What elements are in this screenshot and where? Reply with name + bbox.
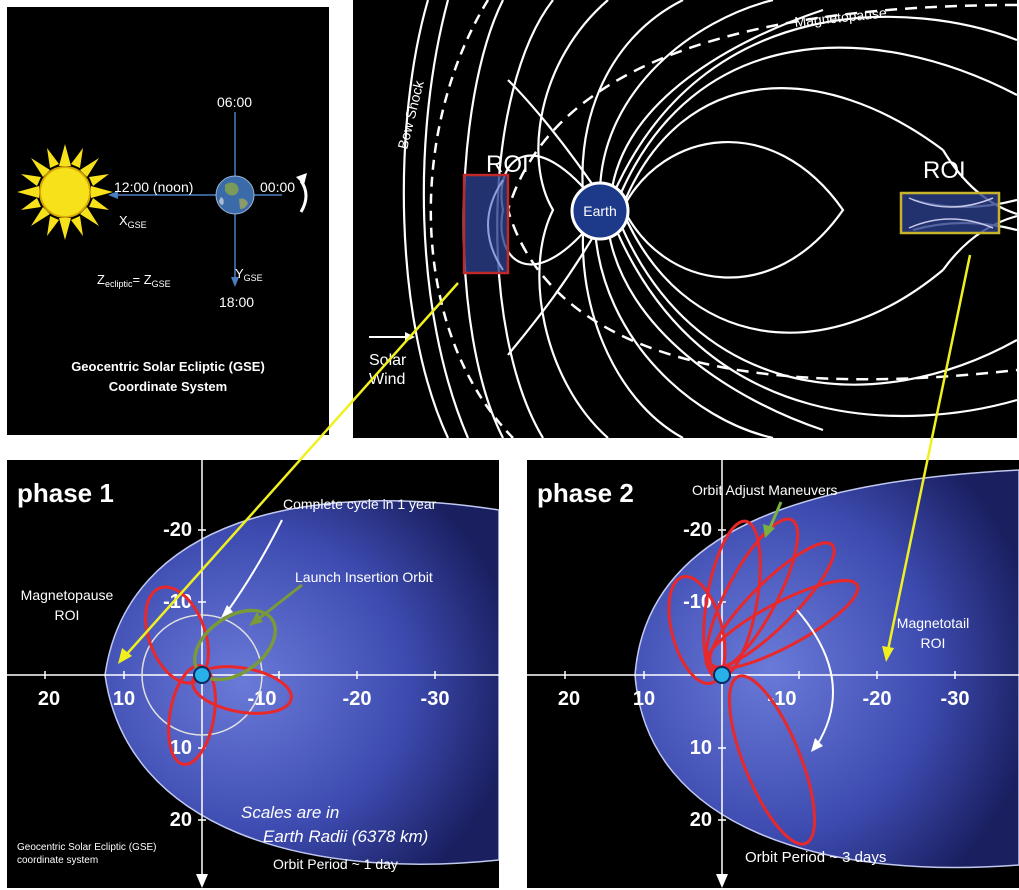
phase2-panel: 20 10 -10 -20 -30 -20 -10 10 20 phase 2 … [527, 460, 1019, 888]
x-tick-neg30: -30 [421, 688, 450, 710]
gse-diagram: 06:00 12:00 (noon) 00:00 18:00 XGSE YGSE… [17, 94, 308, 394]
sun-icon [17, 144, 113, 240]
x-tick-20: 20 [38, 688, 60, 710]
roi-right-label: ROI [923, 157, 966, 184]
solar-wind-line1: Solar [369, 352, 407, 369]
x-tick-10: 10 [113, 688, 135, 710]
earth-circle [570, 181, 630, 241]
time-midnight: 00:00 [260, 179, 295, 195]
earth-icon [215, 175, 255, 215]
gse-caption-line2: Coordinate System [109, 379, 227, 394]
gse-panel: 06:00 12:00 (noon) 00:00 18:00 XGSE YGSE… [7, 7, 329, 435]
phase1-launch-label: Launch Insertion Orbit [295, 569, 433, 585]
earth-marker [193, 666, 211, 684]
precession-arrow [796, 609, 834, 746]
earth-label: Earth [583, 203, 616, 219]
y-tick-neg20: -20 [683, 519, 712, 541]
z-relation-label: Zecliptic= ZGSE [97, 272, 171, 289]
phase2-maneuvers-label: Orbit Adjust Maneuvers [692, 482, 838, 498]
x-tick-neg30: -30 [941, 688, 970, 710]
y-tick-10: 10 [690, 737, 712, 759]
solar-wind-line2: Wind [369, 371, 405, 388]
phase2-title: phase 2 [537, 478, 634, 508]
y-tick-10: 10 [170, 737, 192, 759]
maneuvers-arrow [767, 501, 783, 531]
phase1-panel: 20 10 -10 -20 -30 -20 -10 10 20 phase 1 … [7, 460, 499, 888]
y-tick-neg20: -20 [163, 519, 192, 541]
x-tick-10: 10 [633, 688, 655, 710]
phase2-roi-line1: Magnetotail [897, 615, 969, 631]
x-gse-label: XGSE [119, 213, 147, 230]
phase1-cycle-label: Complete cycle in 1 year [283, 496, 437, 512]
phase1-coord-line1: Geocentric Solar Ecliptic (GSE) [17, 842, 157, 853]
y-tick-20: 20 [170, 809, 192, 831]
phase1-scales-line1: Scales are in [241, 803, 339, 822]
phase2-period: Orbit Period ~ 3 days [745, 849, 886, 866]
phase2-diagram: 20 10 -10 -20 -30 -20 -10 10 20 phase 2 … [527, 460, 1019, 888]
phase1-title: phase 1 [17, 478, 114, 508]
roi-left-box [462, 173, 510, 275]
phase1-coord-line2: coordinate system [17, 855, 98, 866]
x-tick-neg20: -20 [863, 688, 892, 710]
magnetosphere-diagram: Earth Magnetopause Bow Shock ROI ROI Sol… [369, 0, 1017, 438]
magnetosphere-panel: Earth Magnetopause Bow Shock ROI ROI Sol… [353, 0, 1017, 438]
gse-caption-line1: Geocentric Solar Ecliptic (GSE) [71, 359, 265, 374]
x-tick-neg20: -20 [343, 688, 372, 710]
y-gse-label: YGSE [235, 266, 263, 283]
field-lines [402, 0, 1017, 438]
rotation-arrow-icon [299, 180, 308, 213]
x-tick-20: 20 [558, 688, 580, 710]
y-axis-arrow [231, 277, 239, 287]
phase1-diagram: 20 10 -10 -20 -30 -20 -10 10 20 phase 1 … [7, 460, 499, 888]
roi-right-box [899, 191, 1001, 235]
x-axis-arrow [108, 191, 118, 199]
x-tick-neg10: -10 [248, 688, 277, 710]
phase1-period: Orbit Period ~ 1 day [273, 856, 398, 872]
time-bottom: 18:00 [219, 294, 254, 310]
earth-marker [713, 666, 731, 684]
phase1-roi-line2: ROI [55, 607, 80, 623]
time-noon: 12:00 (noon) [114, 179, 193, 195]
y-tick-neg10: -10 [163, 591, 192, 613]
roi-left-label: ROI [486, 151, 529, 178]
phase1-roi-line1: Magnetopause [21, 587, 114, 603]
phase2-roi-line2: ROI [921, 635, 946, 651]
magnetopause-label: Magnetopause [794, 4, 888, 30]
time-top: 06:00 [217, 94, 252, 110]
bow-shock-label: Bow Shock [394, 78, 427, 151]
phase1-scales-line2: Earth Radii (6378 km) [263, 827, 428, 846]
y-tick-20: 20 [690, 809, 712, 831]
